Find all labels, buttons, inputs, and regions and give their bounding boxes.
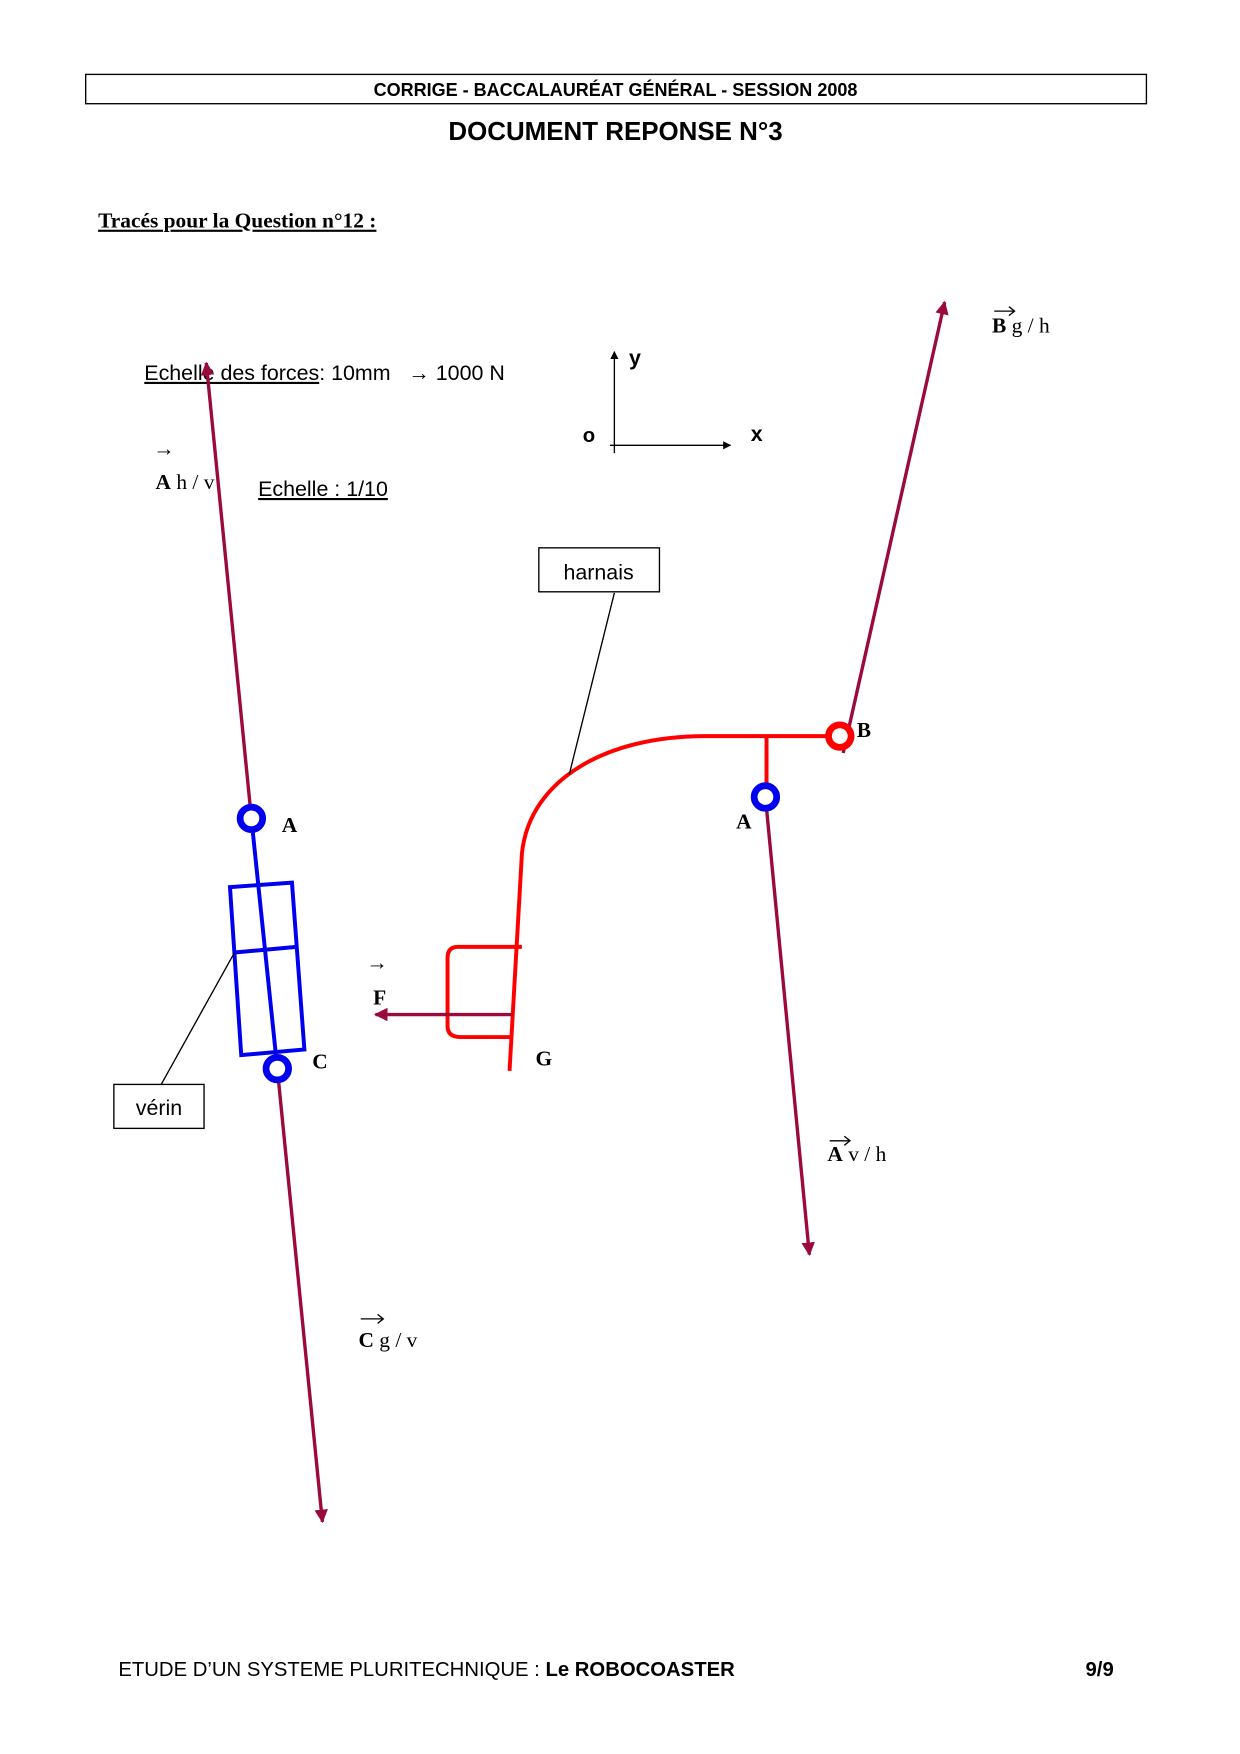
force-A-h-v-label: A h / v bbox=[156, 470, 215, 494]
force-B-g-h-vector bbox=[841, 300, 949, 754]
joint-A-right bbox=[750, 782, 781, 812]
vector-arrow-icon bbox=[360, 1313, 385, 1324]
force-F-arrow-glyph: → bbox=[366, 950, 387, 974]
verin-label-box bbox=[113, 1083, 205, 1130]
page-number: 9/9 bbox=[1086, 1659, 1114, 1681]
point-A-left-label: A bbox=[282, 813, 298, 837]
harness-drawing bbox=[445, 734, 843, 1071]
axis-origin-label: o bbox=[583, 425, 595, 447]
force-scale-label: Echelle des forces bbox=[144, 361, 319, 385]
joint-C bbox=[262, 1053, 292, 1084]
force-A-h-v-arrow-glyph: → bbox=[153, 436, 174, 460]
harnais-label-box bbox=[538, 547, 661, 593]
force-scale: Echelle des forces: 10mm → 1000 N bbox=[144, 361, 505, 385]
force-A-h-v-vector bbox=[200, 361, 254, 819]
axis-frame: y o x bbox=[583, 346, 763, 454]
header-banner: CORRIGE - BACCALAURÉAT GÉNÉRAL - SESSION… bbox=[374, 79, 858, 100]
force-A-v-h-vector bbox=[763, 796, 815, 1256]
drawing-scale: Echelle : 1/10 bbox=[258, 477, 388, 501]
point-G-label: G bbox=[535, 1046, 552, 1070]
verin-leader-line bbox=[160, 952, 236, 1085]
verin-label: vérin bbox=[136, 1096, 182, 1120]
vector-arrow-icon bbox=[829, 1135, 852, 1146]
force-B-g-h-label: B g / h bbox=[992, 314, 1050, 338]
axis-y-label: y bbox=[629, 346, 641, 370]
axis-x-label: x bbox=[751, 422, 763, 446]
harnais-leader-line bbox=[568, 592, 616, 775]
point-B-label: B bbox=[857, 718, 871, 742]
header-banner-box bbox=[85, 73, 1148, 105]
point-A-right-label: A bbox=[736, 810, 752, 834]
force-A-v-h-label: A v / h bbox=[827, 1142, 886, 1166]
force-C-g-v-label: C g / v bbox=[358, 1328, 417, 1352]
force-C-g-v-vector bbox=[275, 1068, 328, 1524]
force-scale-value: : 10mm → 1000 N bbox=[319, 361, 505, 385]
vector-arrow-icon bbox=[994, 306, 1016, 317]
section-title: Tracés pour la Question n°12 : bbox=[98, 209, 376, 233]
page-title: DOCUMENT REPONSE N°3 bbox=[448, 118, 782, 146]
harnais-label: harnais bbox=[563, 560, 633, 584]
joint-B bbox=[825, 721, 855, 751]
footer-title: ETUDE D’UN SYSTEME PLURITECHNIQUE : Le R… bbox=[118, 1659, 735, 1681]
verin-drawing bbox=[227, 818, 307, 1069]
force-F-label: F bbox=[373, 985, 386, 1009]
joint-A-left bbox=[236, 803, 267, 834]
point-C-label: C bbox=[312, 1050, 327, 1074]
